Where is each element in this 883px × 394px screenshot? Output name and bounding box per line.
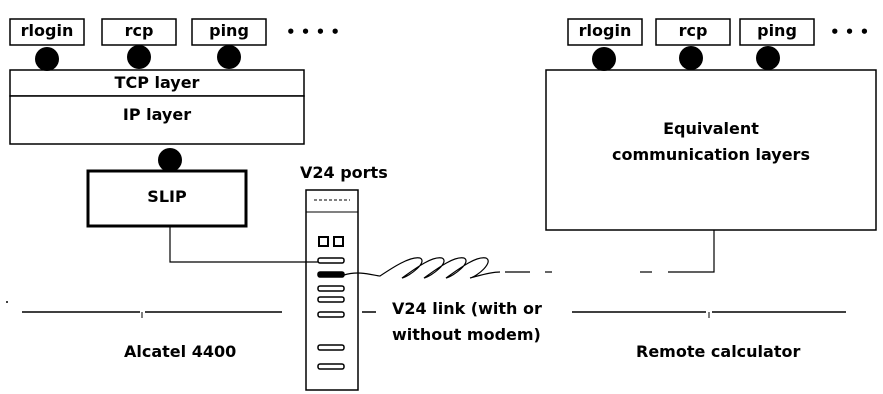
ip-layer-box: [9, 95, 305, 145]
v24-link-label-line1: V24 link (with or: [392, 299, 542, 318]
left-sap-dot-ping: [217, 45, 241, 69]
equivalent-layers-box: [545, 69, 877, 231]
alcatel-4400-label: Alcatel 4400: [124, 342, 237, 361]
right-sap-dot-ping: [756, 46, 780, 70]
tcp-layer-box: [9, 69, 305, 97]
tcp-layer-label: TCP layer: [114, 73, 200, 92]
left-more-apps-ellipsis: • • • •: [286, 23, 341, 41]
slip-port-wire: [169, 226, 318, 263]
v24-link-cable: [343, 257, 501, 279]
left-app-box-rlogin: [9, 18, 85, 46]
left-app-label-ping: ping: [209, 21, 249, 40]
right-app-label-rcp: rcp: [678, 21, 708, 40]
ip-slip-sap-dot: [158, 148, 182, 172]
ip-layer-label: IP layer: [122, 105, 192, 124]
left-sap-dot-rcp: [127, 45, 151, 69]
v24-link-label-line2: without modem): [392, 325, 541, 344]
slip-box: [86, 169, 248, 228]
right-app-label-rlogin: rlogin: [578, 21, 632, 40]
slip-label: SLIP: [147, 187, 187, 206]
right-app-box-rcp: [655, 18, 731, 46]
left-app-label-rcp: rcp: [124, 21, 154, 40]
left-app-label-rlogin: rlogin: [20, 21, 74, 40]
left-sap-dot-rlogin: [35, 47, 59, 71]
equivalent-layers-line2: communication layers: [612, 145, 810, 164]
v24-ports-panel: [305, 189, 359, 391]
right-app-label-ping: ping: [757, 21, 797, 40]
right-sap-dot-rcp: [679, 46, 703, 70]
right-more-apps-ellipsis: • • •: [830, 23, 870, 41]
remote-calculator-label: Remote calculator: [636, 342, 801, 361]
right-app-box-ping: [739, 18, 815, 46]
right-sap-dot-rlogin: [592, 47, 616, 71]
remote-link-wire: [668, 230, 715, 273]
v24-ports-label: V24 ports: [300, 163, 388, 182]
equivalent-layers-line1: Equivalent: [663, 119, 759, 138]
right-app-box-rlogin: [567, 18, 643, 46]
